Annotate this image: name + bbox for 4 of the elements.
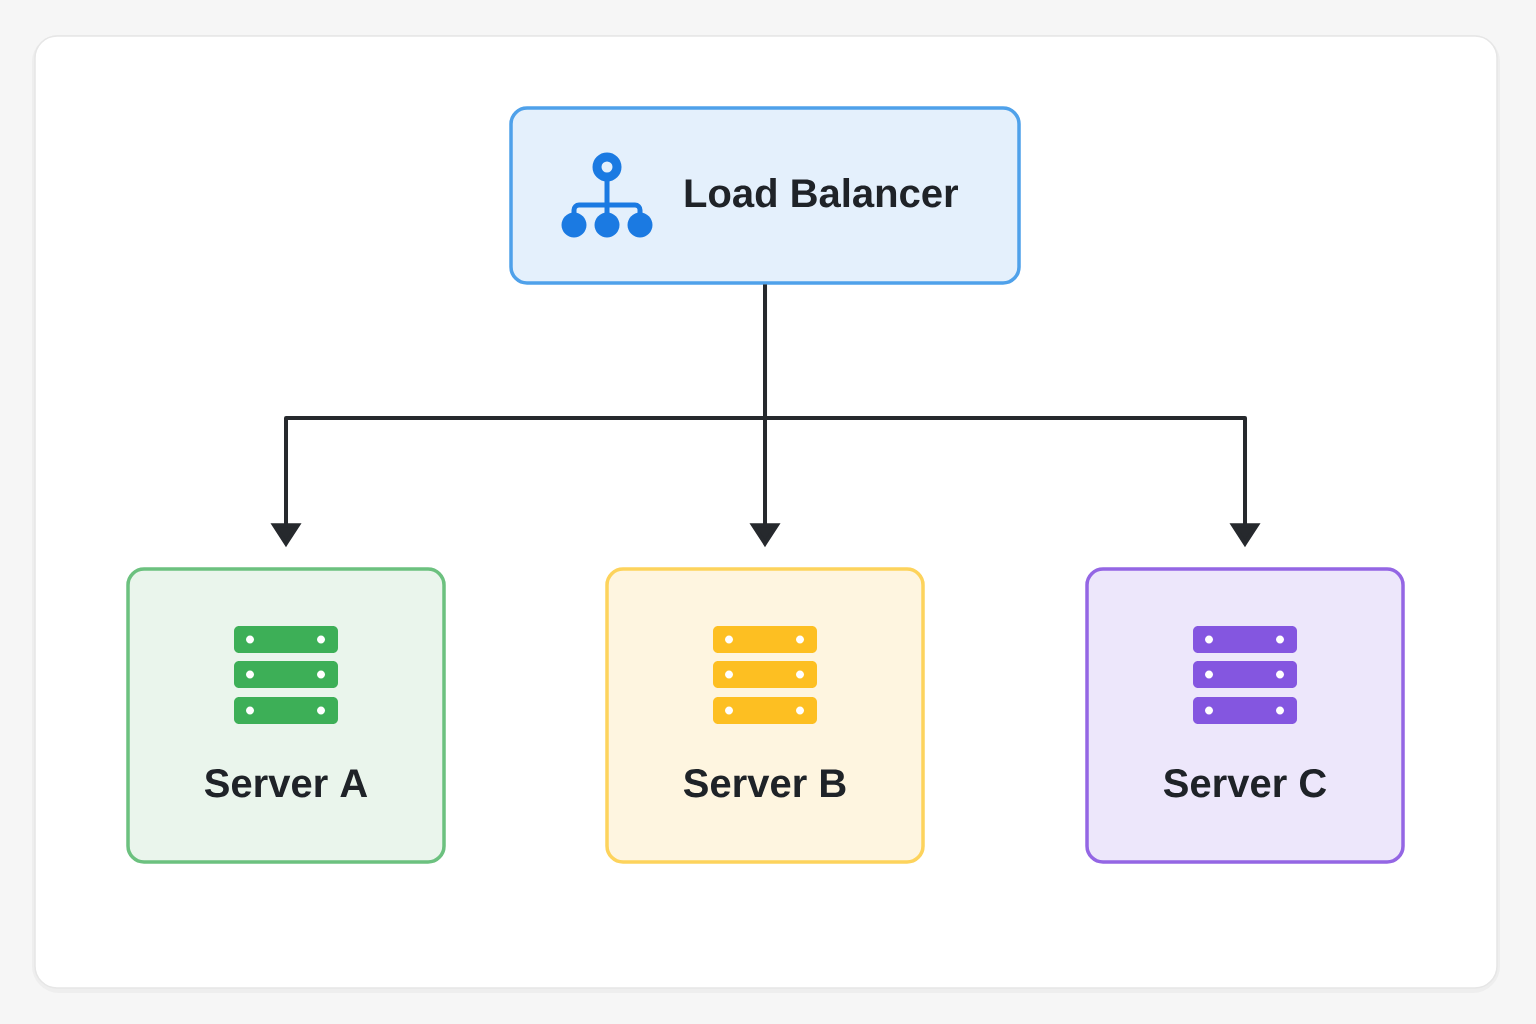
process-box: Server A bbox=[126, 567, 446, 864]
process-box: Server C bbox=[1085, 567, 1405, 864]
process-box: Server B bbox=[605, 567, 925, 864]
process-box: Load Balancer bbox=[509, 106, 1021, 285]
